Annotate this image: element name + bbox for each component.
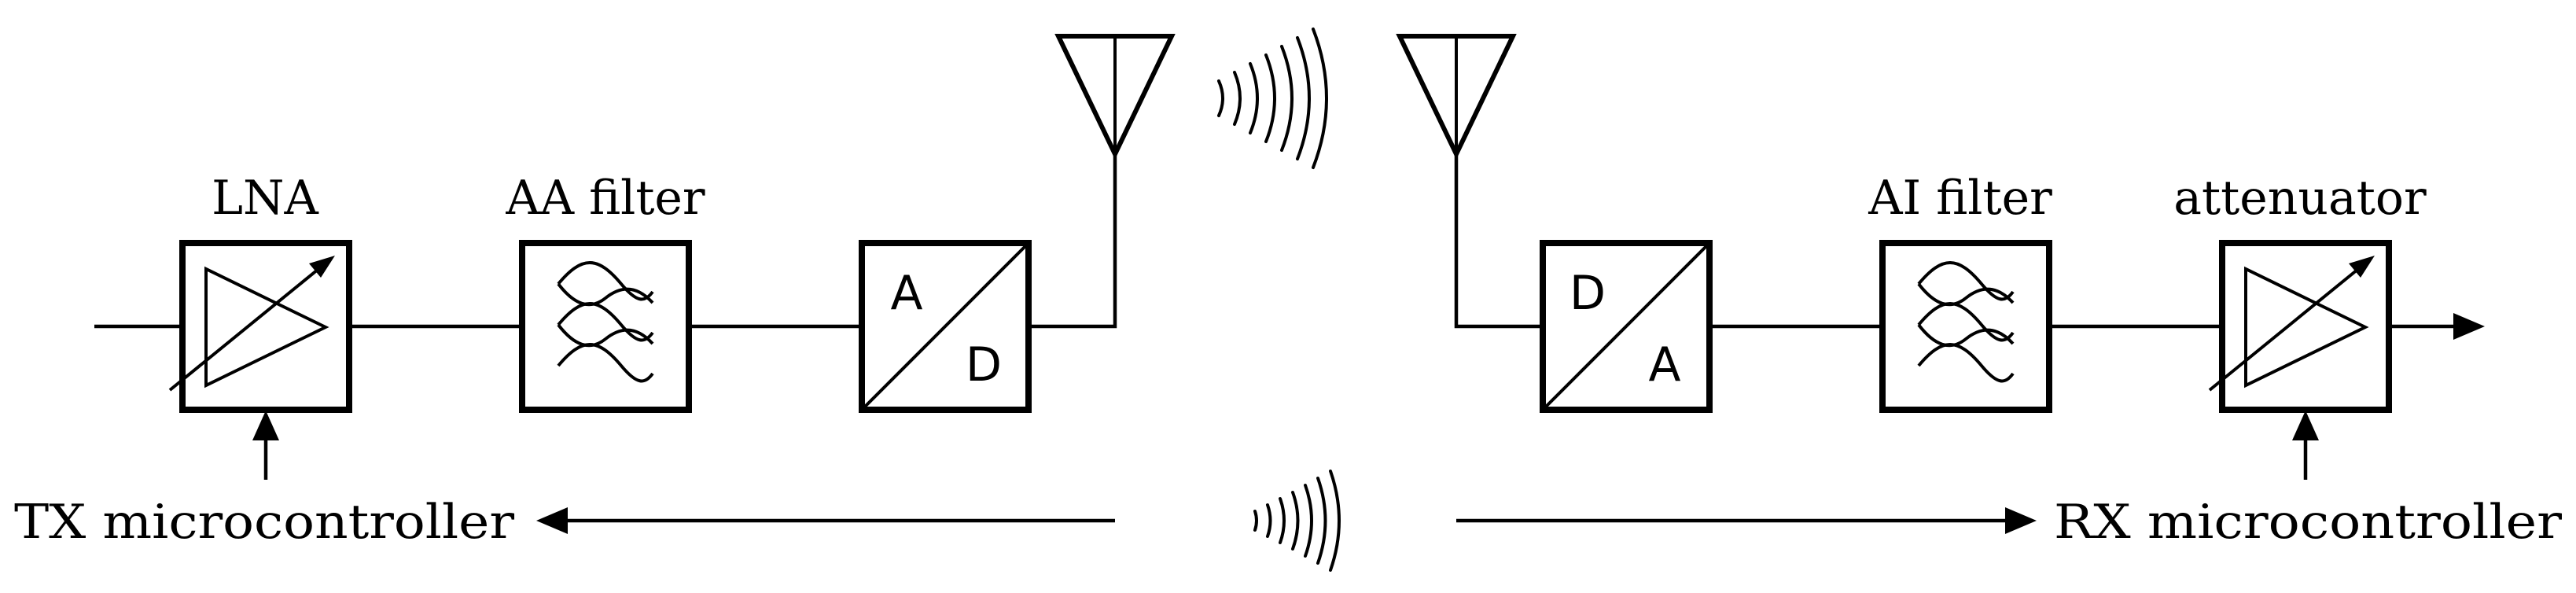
adc-block: A D [859, 240, 1032, 413]
rx-microcontroller-label: RX microcontroller [2054, 495, 2562, 550]
ai-filter-block [1879, 240, 2052, 413]
dac-block: D A [1540, 240, 1713, 413]
variable-arrow-icon [168, 264, 324, 392]
dac-top-letter: D [1570, 266, 1606, 321]
adc-top-letter: A [890, 266, 922, 321]
lna-label: LNA [212, 171, 318, 226]
attenuator-block [2208, 240, 2392, 413]
aa-filter-label: AA filter [505, 171, 705, 226]
rx-antenna-icon [1396, 34, 1517, 160]
signal-wires [94, 154, 2460, 329]
variable-arrow-icon [2208, 264, 2364, 392]
output-arrowhead [2453, 313, 2485, 340]
controller-link-arrows [536, 507, 2037, 534]
aa-filter-block [519, 240, 692, 413]
ai-filter-label: AI filter [1868, 171, 2052, 226]
lna-block [168, 240, 352, 413]
amplifier-icon [2244, 266, 2369, 389]
tx-antenna-icon [1054, 34, 1176, 160]
radio-waves-icon [1217, 28, 1328, 169]
filter-icon [1917, 261, 2015, 383]
filter-icon [557, 261, 654, 383]
tx-microcontroller-label: TX microcontroller [14, 495, 514, 550]
radio-waves-icon [1253, 470, 1341, 572]
attenuator-label: attenuator [2173, 171, 2427, 226]
adc-bottom-letter: D [966, 337, 1002, 392]
control-arrows [252, 411, 2319, 480]
amplifier-icon [204, 266, 329, 389]
dac-bottom-letter: A [1648, 337, 1680, 392]
